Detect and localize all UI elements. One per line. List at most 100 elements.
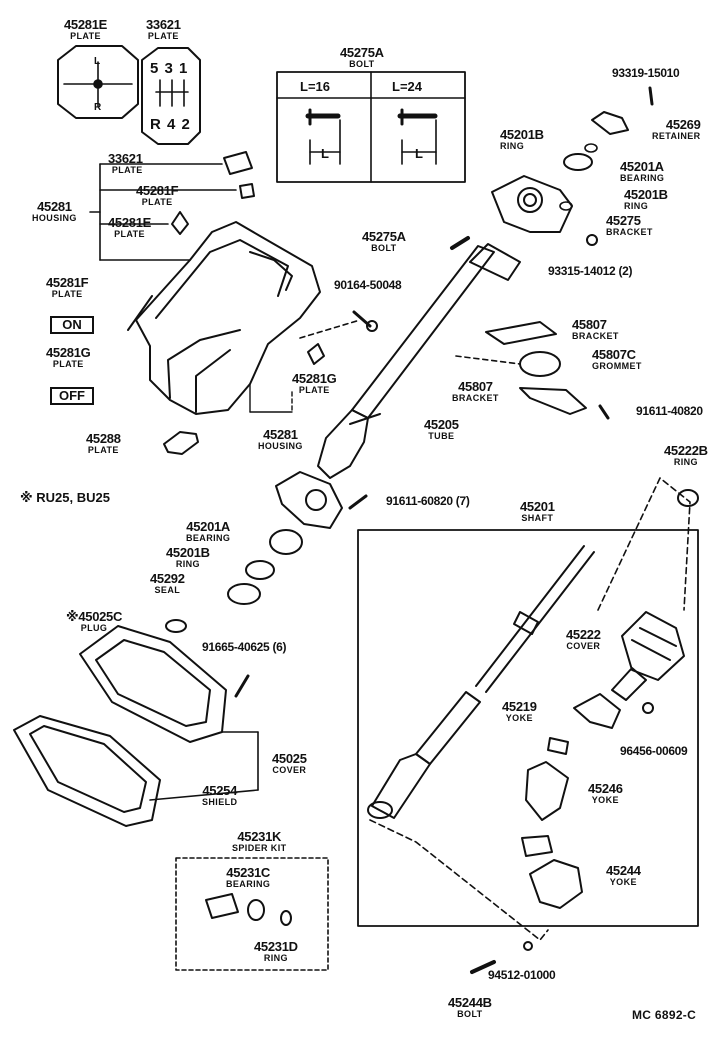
ring-45231d-icon [280, 910, 292, 926]
table-col1-dim: L [321, 146, 329, 161]
part-name: BOLT [349, 59, 375, 69]
part-number: 45275A [362, 229, 406, 244]
part-number: 45807 [458, 379, 493, 394]
label-45246: 45246 YOKE [588, 782, 623, 805]
label-45281f-l: 45281F PLATE [46, 275, 89, 299]
part-number: 45254 [202, 783, 238, 798]
yoke-45246-icon [525, 761, 569, 821]
part-name: BRACKET [572, 331, 619, 341]
bolt-93319-icon [648, 86, 654, 106]
part-name: YOKE [591, 795, 619, 805]
part-name: BEARING [620, 173, 665, 183]
part-name: HOUSING [32, 213, 77, 223]
part-name: SEAL [154, 585, 181, 595]
bolt-45275a-icon [450, 236, 470, 250]
shaft-assembly-box [357, 529, 699, 927]
housing-leader-lines [89, 163, 237, 261]
shift-plate-r: R [94, 102, 102, 113]
nut-93315-icon [586, 234, 598, 246]
label-45025c: ※45025C PLUG [66, 610, 122, 633]
part-name: PLATE [141, 197, 173, 207]
label-33621-top: 33621 PLATE [146, 18, 181, 41]
part-name: COVER [566, 641, 601, 651]
part-number: 45269 [665, 117, 701, 132]
part-number: 45281F [46, 275, 89, 290]
part-number: 45275 [606, 213, 641, 228]
label-45281e-mid: 45281E PLATE [108, 216, 151, 239]
label-45269: 45269 RETAINER [652, 118, 701, 141]
spider-kit-box [175, 857, 329, 971]
part-name: BOLT [371, 243, 397, 253]
bolt-96456-icon [642, 702, 654, 714]
label-45201b-ring-a: 45201B RING [500, 128, 544, 151]
label-93315: 93315-14012 (2) [548, 264, 633, 278]
part-number: 45275A [340, 45, 384, 60]
part-number: 45201 [520, 499, 555, 514]
label-45205: 45205 TUBE [424, 418, 459, 441]
part-name: RING [673, 457, 698, 467]
part-name: COVER [272, 765, 307, 775]
nut-94512-icon [523, 941, 533, 951]
plug-45025c-icon [165, 619, 187, 633]
bolt-91611-60820-icon [348, 494, 368, 510]
label-45254: 45254 SHIELD [202, 784, 237, 807]
label-45807-a: 45807 BRACKET [572, 318, 619, 341]
label-33621-mid: 33621 PLATE [108, 152, 143, 175]
part-number: 45231K [237, 829, 282, 844]
part-number: 45244 [606, 863, 641, 878]
label-45275-bracket: 45275 BRACKET [606, 214, 653, 237]
tag-on: ON [50, 316, 94, 334]
part-name: TUBE [428, 431, 455, 441]
part-number: 45219 [502, 699, 537, 714]
spider-45231k-icon [205, 893, 239, 919]
part-name: BOLT [457, 1009, 483, 1019]
column-tube-icon [275, 243, 521, 529]
bolt-91611-40820-icon [598, 404, 610, 420]
bracket-45807-lower-icon [519, 387, 587, 415]
bearing-45201a-icon [269, 529, 303, 555]
part-name: RING [500, 141, 525, 151]
part-name: BEARING [186, 533, 231, 543]
figure-code: MC 6892-C [632, 1008, 697, 1022]
part-number: 45281G [46, 345, 91, 360]
part-number: 45281E [64, 17, 108, 32]
model-note: ※ RU25, BU25 [20, 490, 110, 505]
bearing-45231c-icon [247, 899, 265, 921]
label-91665: 91665-40625 (6) [202, 640, 287, 654]
label-93319: 93319-15010 [612, 66, 680, 80]
label-45281g-l: 45281G PLATE [46, 345, 91, 369]
plate-45281g-icon [307, 343, 325, 365]
plate-45281f-icon [239, 183, 255, 199]
label-45244b: 45244B BOLT [448, 996, 492, 1019]
label-45281g-c: 45281G PLATE [292, 371, 337, 395]
bolt-45244b-icon [470, 960, 496, 974]
part-number: 33621 [108, 151, 143, 166]
label-45275a-bolt: 45275A BOLT [340, 46, 384, 69]
part-number: 45281G [292, 371, 337, 386]
label-96456: 96456-00609 [620, 744, 688, 758]
part-number: 45281 [37, 199, 72, 214]
part-name: HOUSING [258, 441, 303, 451]
part-name: PLATE [298, 385, 330, 395]
shift-pattern-plate-h-icon [57, 45, 139, 119]
label-45807-b: 45807 BRACKET [452, 380, 499, 403]
ring-45201b-mid-icon [559, 201, 573, 211]
bracket-45807-upper-icon [485, 321, 557, 345]
shift-pattern-plate-5-speed-icon [141, 47, 201, 145]
part-name: RETAINER [652, 131, 701, 141]
part-name: PLATE [87, 445, 119, 455]
label-45244: 45244 YOKE [606, 864, 641, 887]
part-name: GROMMET [592, 361, 642, 371]
shield-45254-icon [13, 715, 161, 827]
part-number: 45201B [500, 127, 544, 142]
label-45292: 45292 SEAL [150, 572, 185, 595]
spider-45246-icon [547, 737, 569, 755]
part-name: PLATE [70, 31, 101, 41]
part-name: PLATE [111, 165, 143, 175]
label-45219: 45219 YOKE [502, 700, 537, 723]
part-number: 45231D [254, 939, 298, 954]
seal-45292-icon [227, 583, 261, 605]
label-45025: 45025 COVER [272, 752, 307, 775]
